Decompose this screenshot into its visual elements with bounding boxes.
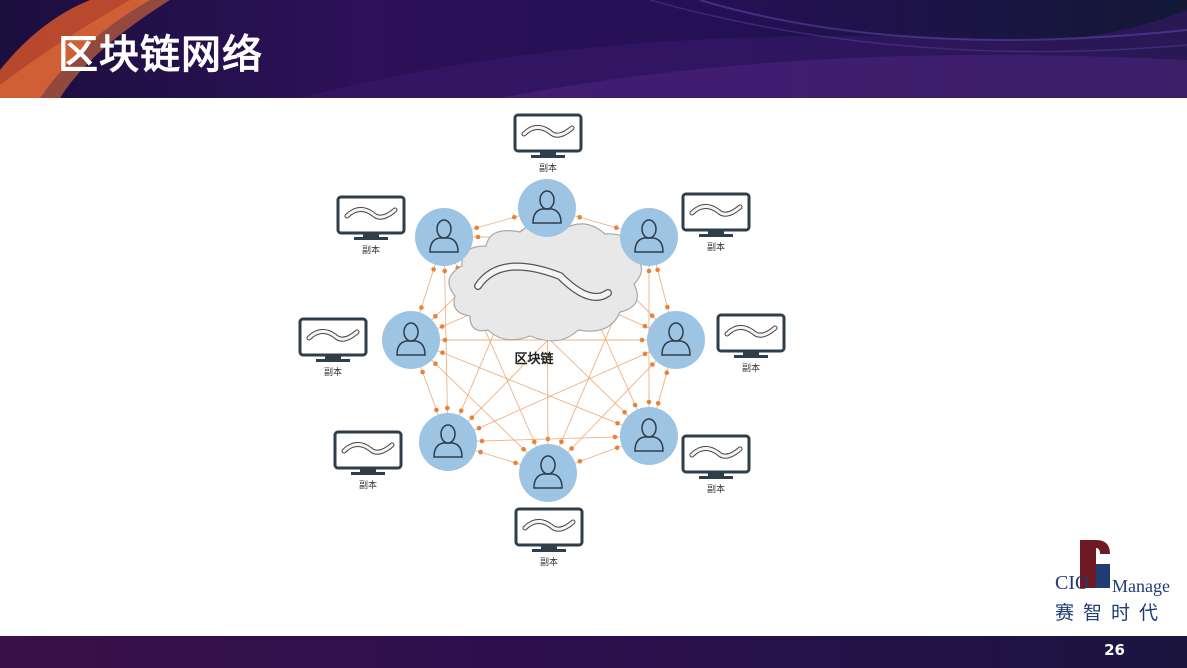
person-icon (634, 237, 664, 253)
edge-endpoint-dot (521, 447, 526, 452)
participant-node (518, 179, 576, 237)
header-wave-decoration (0, 0, 1187, 98)
person-icon (533, 473, 563, 489)
edge-endpoint-dot (649, 313, 655, 318)
person-head-icon (403, 322, 419, 342)
blockchain-network-diagram: 区块链 副本副本副本副本副本副本副本副本 (298, 113, 786, 568)
participant-node (419, 413, 477, 471)
copy-label: 副本 (359, 479, 377, 491)
ledger-copy-monitor: 副本 (336, 195, 406, 256)
edge-endpoint-dot (612, 434, 618, 440)
person-head-icon (668, 322, 684, 342)
edge-endpoint-dot (476, 425, 482, 431)
ledger-copy-monitor: 副本 (514, 507, 584, 568)
edge-endpoint-dot (445, 405, 450, 411)
person-head-icon (641, 418, 657, 438)
person-icon (661, 340, 691, 356)
edge-endpoint-dot (440, 350, 445, 355)
participant-node (519, 444, 577, 502)
page-number: 26 (1104, 641, 1125, 659)
edge-endpoint-dot (646, 268, 652, 274)
logo-text-cio: CIO (1055, 572, 1090, 594)
edge-endpoint-dot (655, 401, 661, 406)
copy-label: 副本 (362, 244, 380, 256)
ledger-copy-monitor: 副本 (681, 192, 751, 253)
edge-endpoint-dot (614, 225, 619, 230)
cio-manage-logo: CIO Manage 赛智时代 (1050, 538, 1182, 628)
ledger-copy-monitor: 副本 (716, 313, 786, 374)
edge-endpoint-dot (442, 268, 448, 274)
edge-endpoint-dot (433, 361, 438, 367)
edge-endpoint-dot (614, 445, 620, 451)
participant-node (620, 208, 678, 266)
footer-bar: 26 (0, 636, 1187, 668)
edge-endpoint-dot (475, 234, 481, 240)
copy-label: 副本 (539, 162, 557, 174)
participant-node (415, 208, 473, 266)
edge-endpoint-dot (639, 337, 645, 343)
logo-text-manage: Manage (1112, 576, 1170, 596)
person-icon (433, 442, 463, 458)
edge-endpoint-dot (513, 460, 518, 466)
person-head-icon (436, 219, 452, 239)
edge-endpoint-dot (632, 402, 638, 408)
person-icon (634, 436, 664, 452)
edge-endpoint-dot (615, 421, 620, 426)
ledger-copy-monitor: 副本 (333, 430, 403, 491)
edge-endpoint-dot (664, 370, 670, 376)
ledger-copy-monitor: 副本 (298, 317, 368, 378)
edge-endpoint-dot (431, 267, 436, 272)
edge-endpoint-dot (479, 438, 485, 444)
copy-label: 副本 (707, 241, 725, 253)
edge-endpoint-dot (577, 215, 582, 220)
person-head-icon (440, 424, 456, 444)
network-edge (447, 339, 677, 443)
edge-endpoint-dot (442, 337, 448, 343)
logo-mark-icon (1080, 540, 1110, 588)
blockchain-cloud: 区块链 (448, 222, 643, 367)
person-icon (532, 208, 562, 224)
person-head-icon (539, 190, 555, 210)
edge-endpoint-dot (655, 267, 660, 273)
edge-endpoint-dot (434, 407, 439, 413)
copy-label: 副本 (324, 366, 342, 378)
person-icon (396, 340, 426, 356)
edge-endpoint-dot (646, 399, 652, 405)
copy-label: 副本 (742, 362, 760, 374)
copy-label: 副本 (540, 556, 558, 568)
ledger-copy-monitor: 副本 (681, 434, 751, 495)
participant-node (620, 407, 678, 465)
person-head-icon (641, 219, 657, 239)
edge-endpoint-dot (439, 324, 445, 329)
edge-endpoint-dot (420, 369, 425, 375)
copy-label: 副本 (707, 483, 725, 495)
edge-endpoint-dot (532, 439, 537, 445)
edge-endpoint-dot (569, 446, 574, 451)
edge-endpoint-dot (512, 214, 517, 220)
header-banner: 区块链网络 (0, 0, 1187, 98)
center-label: 区块链 (514, 351, 554, 367)
ledger-copy-monitor: 副本 (513, 113, 583, 174)
logo-text-cn: 赛智时代 (1055, 602, 1168, 624)
page-title: 区块链网络 (58, 32, 263, 78)
edge-endpoint-dot (577, 459, 583, 464)
network-edge (547, 339, 677, 474)
edge-endpoint-dot (469, 415, 475, 421)
edge-endpoint-dot (622, 410, 627, 415)
edge-endpoint-dot (642, 323, 648, 329)
edge-endpoint-dot (478, 449, 483, 455)
edge-endpoint-dot (474, 225, 480, 231)
edge-endpoint-dot (665, 304, 670, 310)
person-head-icon (540, 455, 556, 475)
edge-endpoint-dot (650, 362, 655, 367)
participant-node (647, 311, 705, 369)
network-edge (410, 339, 650, 437)
edge-endpoint-dot (419, 305, 424, 310)
edge-endpoint-dot (458, 408, 464, 414)
edge-endpoint-dot (559, 439, 564, 445)
edge-endpoint-dot (642, 351, 648, 357)
edge-endpoint-dot (433, 314, 438, 319)
participant-node (382, 311, 440, 369)
person-icon (429, 237, 459, 253)
